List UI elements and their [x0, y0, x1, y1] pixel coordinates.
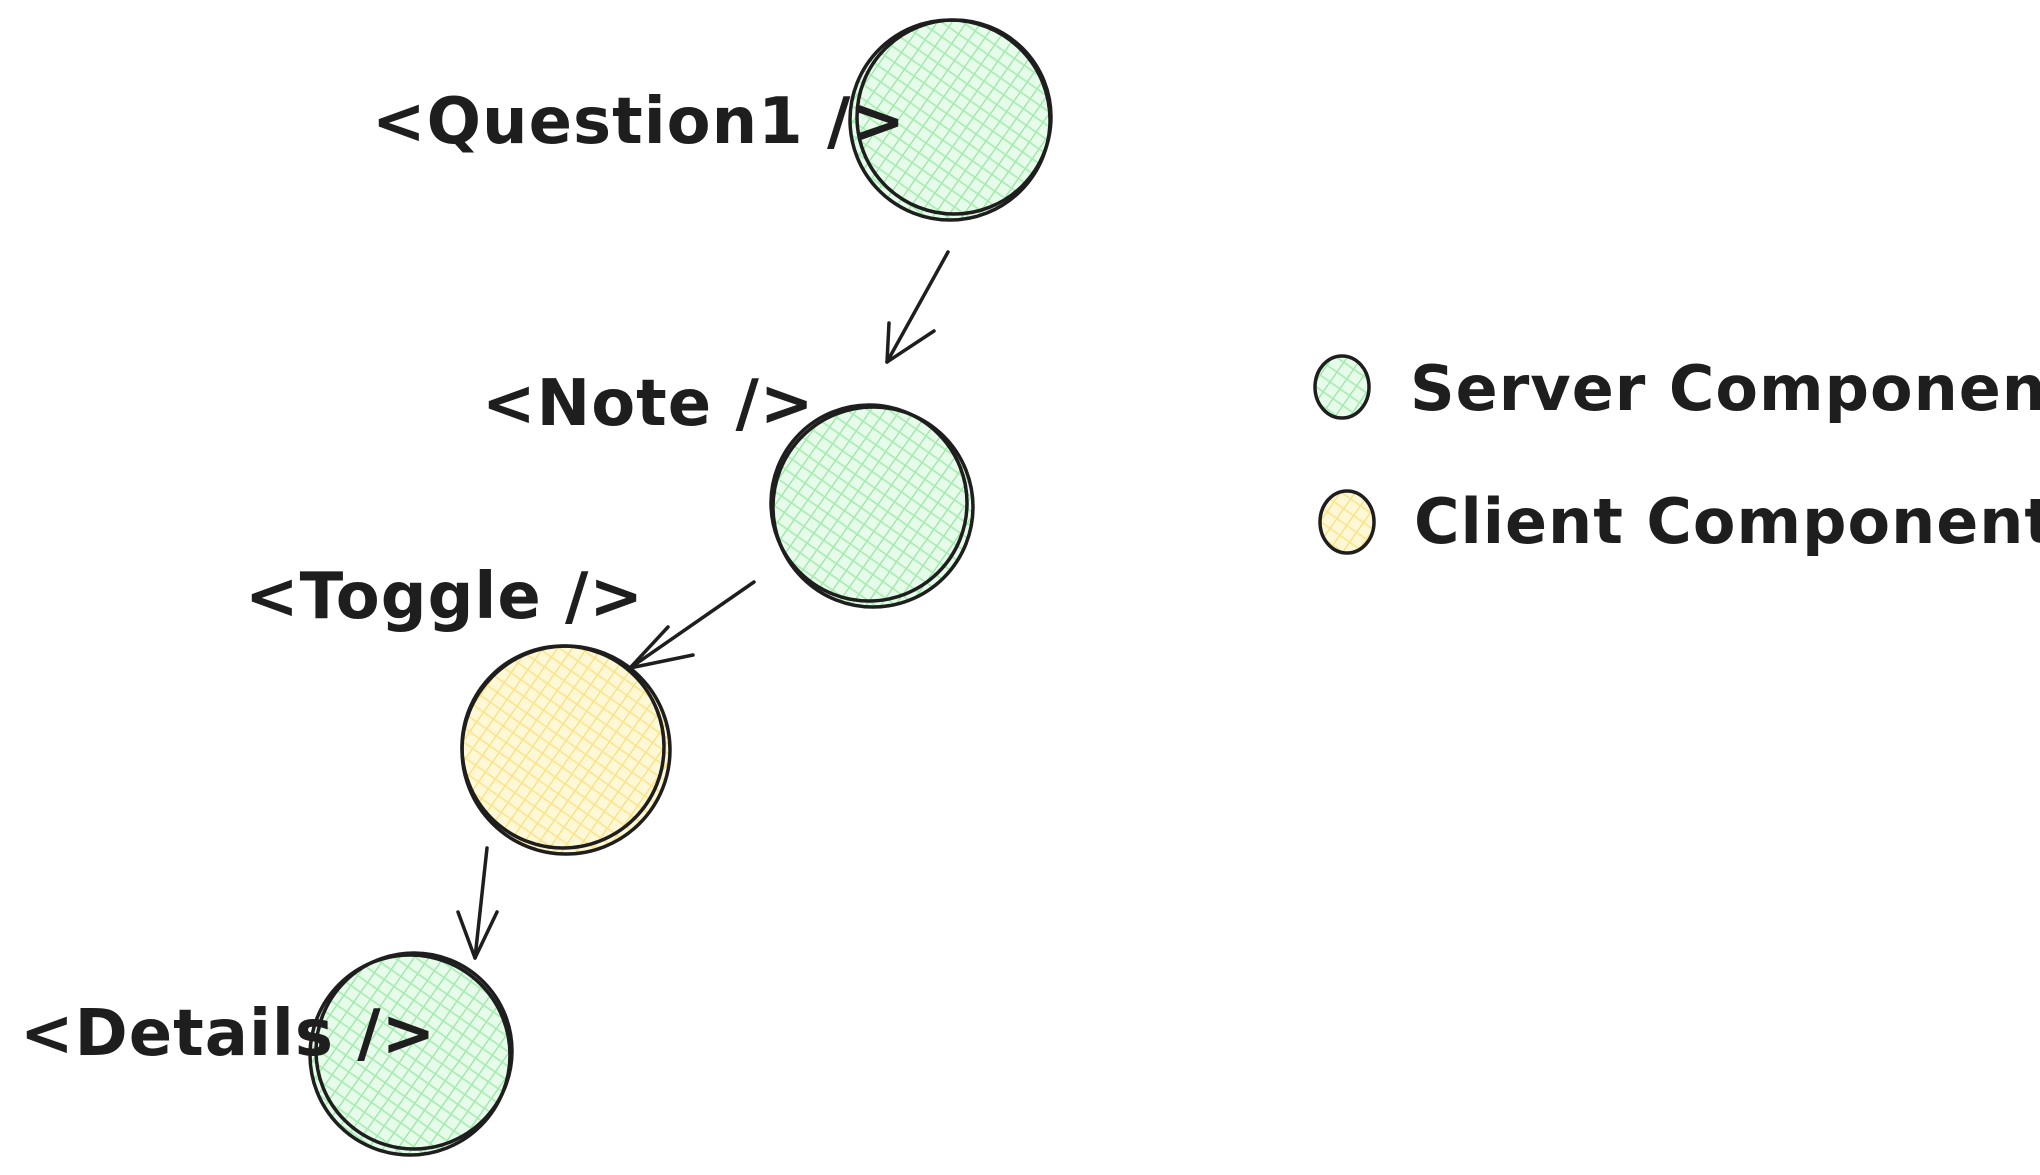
legend-item-client: Client Component	[1318, 485, 2040, 558]
node-label-toggle: <Toggle />	[245, 560, 644, 634]
arrow-shaft	[885, 250, 950, 364]
node-question1: <Question1 />	[372, 18, 1053, 222]
node-outline-sketch	[769, 403, 969, 603]
arrow-shaft	[628, 580, 756, 670]
legend-server-swatch	[1315, 356, 1369, 418]
edge-note-to-toggle	[628, 580, 756, 670]
node-outline	[308, 953, 512, 1157]
node-label-details: <Details />	[20, 997, 436, 1071]
legend-client-label: Client Component	[1414, 485, 2040, 558]
node-label-question1: <Question1 />	[372, 85, 906, 159]
arrow-shaft	[473, 846, 489, 960]
server-component-circle	[850, 20, 1050, 220]
node-outline-sketch	[460, 644, 666, 850]
node-outline	[771, 405, 975, 609]
node-note: <Note />	[482, 367, 975, 609]
node-details: <Details />	[20, 951, 514, 1157]
arrow-head	[885, 321, 936, 364]
node-toggle: <Toggle />	[245, 560, 672, 856]
edge-toggle-to-details	[456, 846, 499, 960]
legend-item-server: Server Component	[1313, 352, 2040, 425]
legend-swatch-outline	[1318, 489, 1376, 555]
legend-swatch-outline	[1313, 354, 1371, 420]
node-outline-sketch	[855, 18, 1053, 216]
node-outline-sketch	[314, 951, 514, 1151]
arrow-head	[628, 625, 695, 670]
legend-client-swatch	[1320, 491, 1374, 553]
server-component-circle	[773, 407, 973, 607]
arrow-head	[456, 910, 499, 960]
node-label-note: <Note />	[482, 367, 814, 441]
legend-server-label: Server Component	[1410, 352, 2040, 425]
client-component-circle	[462, 646, 670, 854]
server-component-circle	[310, 955, 510, 1155]
legend: Server Component Client Component	[1313, 352, 2040, 558]
edge-question1-to-note	[885, 250, 950, 364]
